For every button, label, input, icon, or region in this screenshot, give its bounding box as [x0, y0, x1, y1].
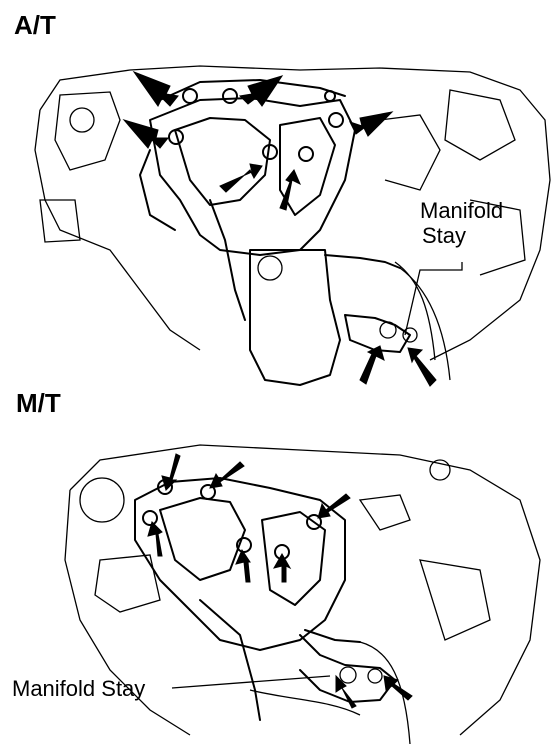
mt-engine-drawing: [64, 444, 541, 744]
manifold-stay-callout-top: Manifold Stay: [420, 198, 503, 249]
arrow-icon: [122, 119, 170, 149]
at-callout-leader: [404, 262, 463, 336]
arrow-icon: [407, 347, 437, 387]
arrow-icon: [359, 345, 385, 385]
arrow-icon: [147, 521, 163, 557]
arrow-icon: [235, 548, 251, 583]
mt-nuts: [142, 479, 322, 560]
arrow-icon: [238, 75, 284, 107]
mt-arrows: [147, 453, 413, 709]
at-engine-drawing: [34, 65, 551, 386]
arrow-icon: [279, 169, 301, 211]
arrow-icon: [132, 70, 179, 107]
panel-label-at: A/T: [14, 10, 56, 40]
arrow-icon: [161, 453, 181, 491]
at-arrows: [122, 70, 437, 387]
arrow-icon: [219, 163, 263, 193]
panel-label-mt: M/T: [16, 388, 61, 418]
manifold-stay-callout-bottom: Manifold Stay: [12, 676, 146, 701]
mt-callout-leader: [171, 675, 331, 689]
arrow-icon: [383, 675, 413, 701]
arrow-icon: [272, 552, 292, 583]
arrow-icon: [317, 493, 351, 519]
arrow-icon: [335, 674, 357, 709]
arrow-icon: [209, 461, 245, 489]
callout-line-2: Stay: [422, 223, 467, 249]
at-nuts: [168, 88, 344, 162]
callout-line-1: Manifold: [420, 198, 504, 223]
arrow-icon: [349, 111, 394, 137]
